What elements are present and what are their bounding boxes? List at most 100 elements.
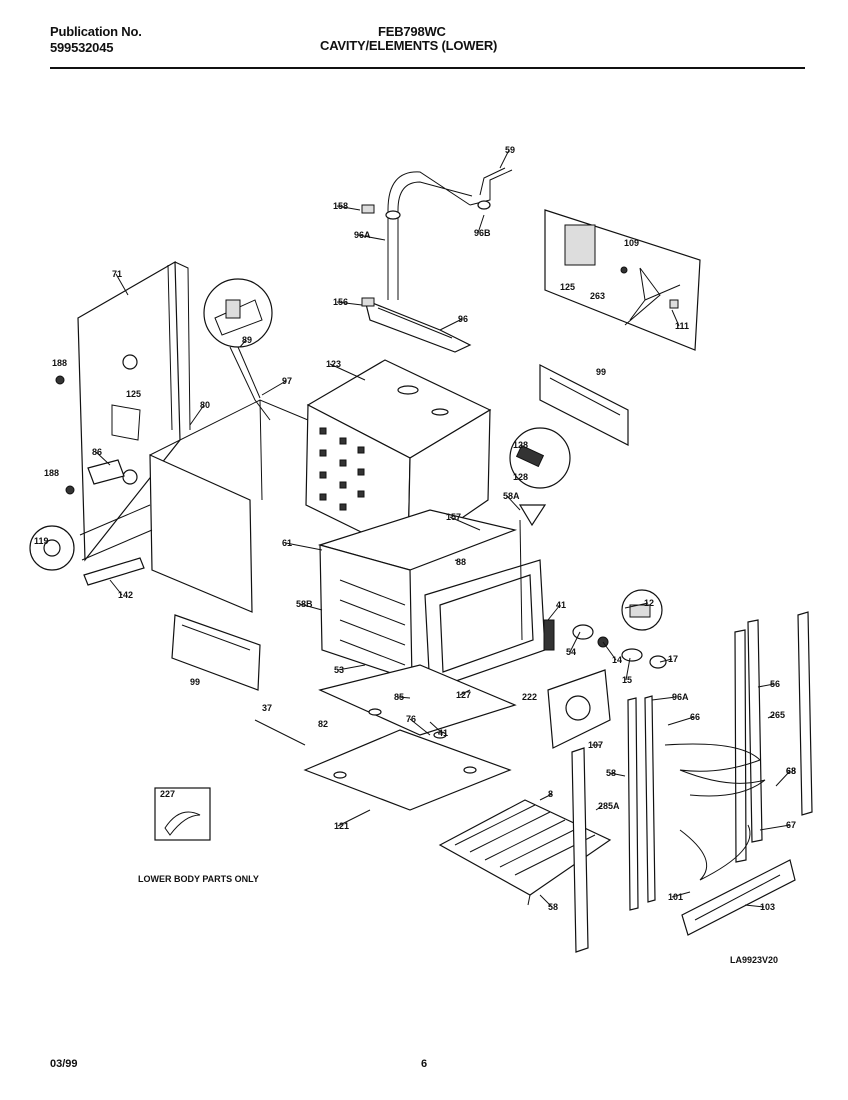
leader-line: [767, 714, 775, 719]
leader-line: [539, 793, 553, 801]
leader-line: [454, 559, 461, 563]
leader-line: [569, 631, 581, 653]
leader-lines: [95, 149, 791, 908]
leader-line: [625, 657, 631, 681]
part-label: 127: [456, 690, 471, 700]
leader-line: [459, 689, 471, 696]
part-label: 265: [770, 710, 785, 720]
oven-rack: [438, 799, 612, 906]
heating-elements: [664, 743, 766, 881]
part-label: 222: [522, 692, 537, 702]
leader-line: [659, 658, 673, 663]
convection-fan-callout: [544, 209, 701, 351]
part-label: 227: [160, 789, 175, 799]
callout-89: [203, 278, 273, 421]
leader-line: [409, 718, 431, 736]
part-label: 58: [548, 902, 558, 912]
part-label: 123: [326, 359, 341, 369]
part-label: 96B: [474, 228, 491, 238]
leader-line: [609, 772, 626, 777]
part-label: 121: [334, 821, 349, 831]
part-label: 82: [318, 719, 328, 729]
leader-line: [336, 301, 363, 306]
publication-number: 599532045: [50, 40, 114, 55]
oven-bottom-panels: [254, 664, 517, 811]
part-label: 96A: [354, 230, 371, 240]
part-label: 103: [760, 902, 775, 912]
kick-plate: [681, 859, 796, 936]
leader-line: [759, 824, 791, 831]
part-label: 54: [566, 647, 576, 657]
vertical-trim-strips: [571, 611, 813, 953]
leader-line: [397, 696, 411, 699]
part-label: 99: [190, 677, 200, 687]
part-label: 263: [590, 291, 605, 301]
publication-label: Publication No.: [50, 24, 142, 39]
leader-line: [757, 683, 775, 688]
part-label: 88: [456, 557, 466, 567]
part-label: 285A: [598, 801, 620, 811]
part-label: 66: [690, 712, 700, 722]
leader-line: [775, 770, 791, 787]
leader-line: [671, 891, 691, 898]
leader-line: [671, 309, 680, 327]
part-label: 96: [458, 314, 468, 324]
part-label: 17: [668, 654, 678, 664]
rear-wall-panel: [55, 260, 191, 562]
leader-line: [95, 451, 111, 466]
part-label: 125: [126, 389, 141, 399]
leader-line: [449, 516, 481, 531]
leader-line: [602, 641, 617, 661]
part-label: 68: [786, 766, 796, 776]
part-label: 67: [786, 820, 796, 830]
leader-line: [189, 404, 205, 426]
leader-line: [744, 904, 765, 908]
part-label: 76: [406, 714, 416, 724]
leader-line: [439, 318, 463, 331]
part-label: 41: [438, 728, 448, 738]
leader-line: [539, 894, 553, 908]
leader-line: [651, 696, 677, 701]
part-label: 109: [624, 238, 639, 248]
side-wrapper-panel: [79, 399, 321, 691]
callout-227-box: [154, 787, 211, 841]
part-label: 59: [505, 145, 515, 155]
part-label: 142: [118, 590, 133, 600]
part-label: 188: [52, 358, 67, 368]
leader-line: [547, 604, 561, 621]
part-label: 8: [548, 789, 553, 799]
part-label: 157: [446, 512, 461, 522]
header-rule: [50, 67, 805, 69]
part-label: 56: [770, 679, 780, 689]
part-label: 89: [242, 335, 252, 345]
leader-line: [329, 363, 366, 381]
leader-line: [477, 214, 485, 234]
part-label: 96A: [672, 692, 689, 702]
leader-line: [624, 602, 649, 609]
footer-page-number: 6: [421, 1058, 428, 1070]
part-label: 125: [560, 282, 575, 292]
part-label: 86: [92, 447, 102, 457]
section-title: CAVITY/ELEMENTS (LOWER): [320, 38, 498, 53]
leader-line: [115, 273, 129, 296]
part-label: 119: [34, 536, 49, 546]
part-label: 111: [675, 321, 689, 331]
part-label: 14: [612, 655, 622, 665]
leader-line: [337, 809, 371, 827]
leader-line: [239, 339, 247, 348]
leader-line: [667, 716, 695, 726]
leader-line: [499, 149, 510, 169]
part-label: 101: [668, 892, 683, 902]
lower-cavity-frame: [29, 509, 546, 691]
vent-tube-assembly: [361, 167, 513, 353]
part-label: 128: [513, 472, 528, 482]
part-label: 97: [282, 376, 292, 386]
part-label: 37: [262, 703, 272, 713]
part-label: 71: [112, 269, 122, 279]
leader-line: [299, 603, 323, 611]
leader-line: [357, 234, 386, 241]
leader-line: [506, 495, 521, 511]
part-label: 58B: [296, 599, 313, 609]
